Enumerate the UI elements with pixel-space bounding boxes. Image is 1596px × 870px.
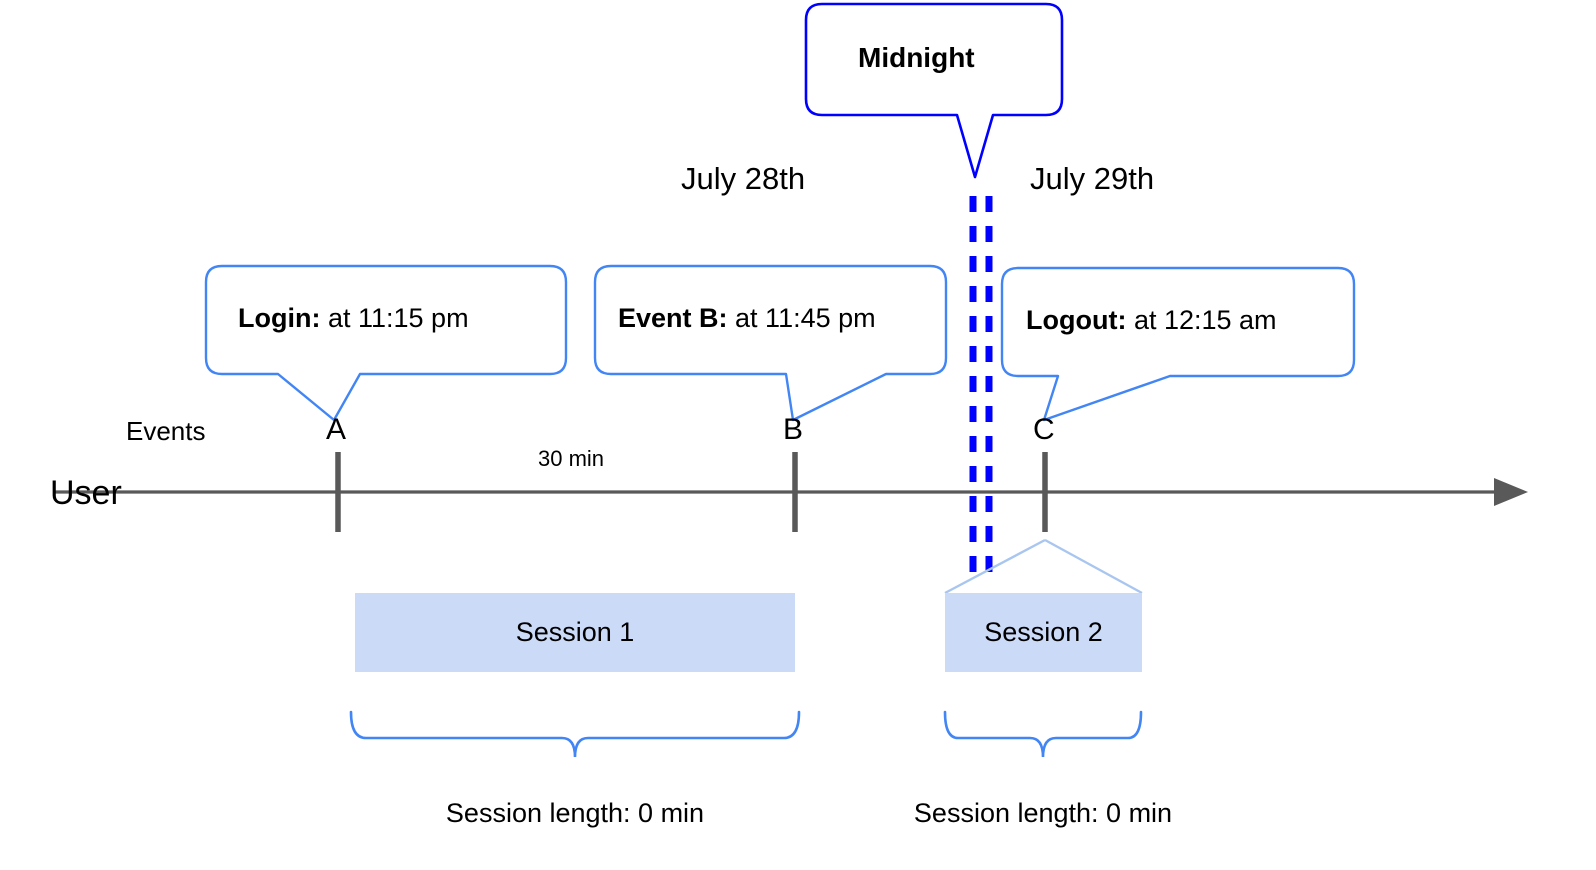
callout-shape-logout (1000, 266, 1356, 422)
event-letter-a: A (326, 413, 347, 446)
callout-logout-bold: Logout: (1026, 305, 1127, 335)
session-1-brace (349, 710, 801, 758)
midnight-callout-label: Midnight (858, 42, 975, 73)
session-1-label: Session 1 (515, 617, 635, 647)
callout-logout-rest: at 12:15 am (1126, 305, 1277, 335)
session-2-connector (944, 538, 1143, 595)
event-letter-c: C (1033, 413, 1055, 446)
callout-event-b-bold: Event B: (618, 303, 728, 333)
midnight-dashed-line (969, 196, 993, 572)
callout-label-logout: Logout: at 12:15 am (1026, 307, 1277, 334)
callout-login-bold: Login: (238, 303, 321, 333)
session-2-length-label: Session length: 0 min (913, 798, 1173, 828)
callout-shape-login (204, 264, 568, 422)
callout-shape-event-b (593, 264, 948, 422)
session-1-length-label: Session length: 0 min (445, 798, 705, 828)
date-label-july-28: July 28th (681, 161, 806, 196)
row-label-user: User (50, 474, 122, 512)
callout-label-event-b: Event B: at 11:45 pm (618, 305, 876, 332)
date-label-july-29: July 29th (1030, 161, 1155, 196)
interval-label-30-min: 30 min (538, 446, 605, 471)
callout-label-login: Login: at 11:15 pm (238, 305, 469, 332)
callout-event-b-rest: at 11:45 pm (727, 303, 876, 333)
timeline-axis (55, 478, 1528, 506)
midnight-callout-shape (804, 2, 1064, 179)
session-2-brace (943, 710, 1143, 758)
session-2-label: Session 2 (984, 617, 1103, 647)
event-letter-b: B (783, 413, 804, 446)
row-label-events: Events (126, 416, 206, 446)
callout-login-rest: at 11:15 pm (320, 303, 469, 333)
